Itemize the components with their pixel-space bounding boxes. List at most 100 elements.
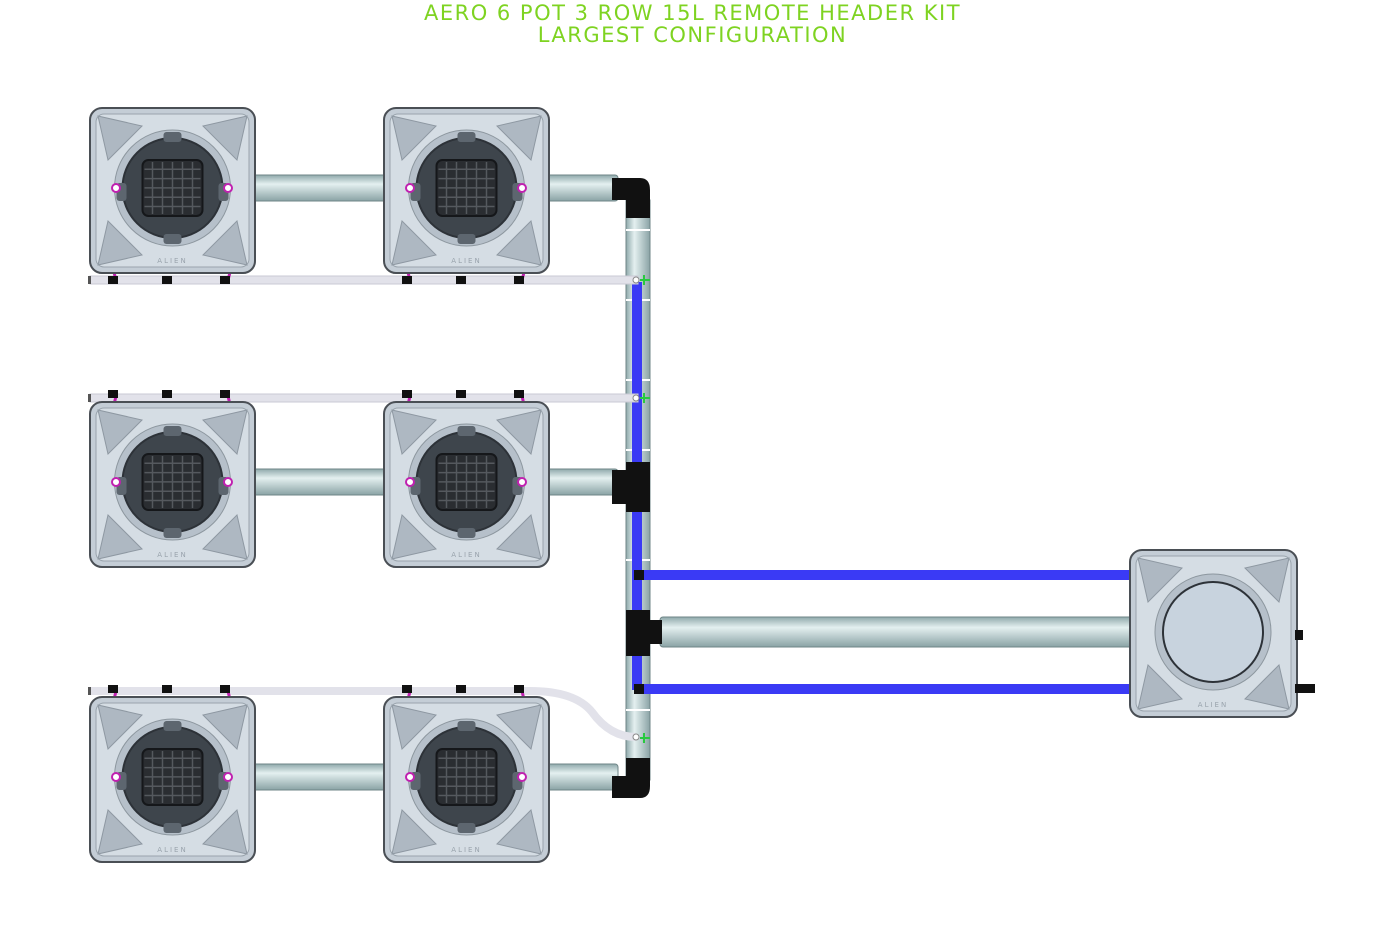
- lid-lug: [457, 234, 476, 244]
- tee-header-outlet: [648, 620, 662, 644]
- line-clip: [402, 276, 412, 284]
- drip-emitter: [405, 183, 415, 193]
- lid-lug: [457, 528, 476, 538]
- lid-lug: [163, 426, 182, 436]
- pot-to-trunk-pipe: [544, 468, 619, 496]
- elbow-top: [612, 178, 650, 218]
- pot-link-pipe: [250, 468, 389, 496]
- tank-lid: [1162, 581, 1264, 683]
- return-line-row2: [89, 393, 639, 403]
- pot-corner-facet: [97, 220, 143, 266]
- pot-corner-facet: [391, 704, 437, 750]
- drip-emitter: [517, 183, 527, 193]
- pot-brand-label: ALIEN: [157, 551, 187, 559]
- pot-corner-facet: [391, 220, 437, 266]
- pot-link-pipe: [250, 763, 389, 791]
- line-clip: [220, 685, 230, 693]
- line-clip: [456, 276, 466, 284]
- pot-corner-facet: [97, 704, 143, 750]
- tee-middle-body: [626, 462, 650, 512]
- tank-corner-facet: [1137, 557, 1183, 603]
- lid-lug: [163, 132, 182, 142]
- pot-corner-facet: [202, 809, 248, 855]
- lid-lug: [457, 132, 476, 142]
- line-clip: [402, 390, 412, 398]
- header-main-pipe: [659, 616, 1137, 648]
- return-end: [632, 394, 640, 402]
- drip-emitter: [517, 772, 527, 782]
- pot-corner-facet: [391, 409, 437, 455]
- drip-emitter: [517, 477, 527, 487]
- return-line-end-tick: [88, 276, 91, 284]
- lid-lug: [163, 528, 182, 538]
- line-clip: [162, 685, 172, 693]
- grow-pot-pot-r1-c1: ALIEN: [89, 107, 256, 274]
- return-line-row3: [90, 687, 637, 741]
- title-line-1: AERO 6 POT 3 ROW 15L REMOTE HEADER KIT: [423, 1, 962, 25]
- tank-corner-facet: [1244, 557, 1290, 603]
- line-clip: [514, 276, 524, 284]
- line-clip: [162, 390, 172, 398]
- title-block: AERO 6 POT 3 ROW 15L REMOTE HEADER KIT L…: [0, 2, 1385, 46]
- pot-corner-facet: [496, 514, 542, 560]
- pot-corner-facet: [202, 115, 248, 161]
- lid-lug: [457, 721, 476, 731]
- lid-lug: [163, 721, 182, 731]
- tank-corner-facet: [1244, 664, 1290, 710]
- grow-pot-pot-r1-c2: ALIEN: [383, 107, 550, 274]
- line-clip: [108, 276, 118, 284]
- line-clip: [514, 390, 524, 398]
- drip-emitter: [223, 772, 233, 782]
- grow-pot-pot-r2-c1: ALIEN: [89, 401, 256, 568]
- pot-corner-facet: [97, 409, 143, 455]
- pot-corner-facet: [202, 514, 248, 560]
- lid-lug: [457, 426, 476, 436]
- pot-corner-facet: [202, 220, 248, 266]
- line-clip: [220, 276, 230, 284]
- line-clip: [162, 276, 172, 284]
- line-clip: [108, 390, 118, 398]
- pot-brand-label: ALIEN: [451, 257, 481, 265]
- pot-corner-facet: [496, 409, 542, 455]
- line-clip: [456, 685, 466, 693]
- tank-brand-label: ALIEN: [1198, 701, 1228, 709]
- pot-brand-label: ALIEN: [157, 846, 187, 854]
- tee-header: [626, 610, 650, 656]
- pot-corner-facet: [391, 809, 437, 855]
- pot-to-trunk-pipe: [544, 174, 619, 202]
- pot-corner-facet: [496, 704, 542, 750]
- pot-brand-label: ALIEN: [451, 551, 481, 559]
- title-line-2: LARGEST CONFIGURATION: [537, 23, 848, 47]
- drip-emitter: [111, 477, 121, 487]
- pot-corner-facet: [202, 409, 248, 455]
- drip-emitter: [223, 477, 233, 487]
- elbow-bottom: [612, 758, 650, 798]
- return-line-end-tick: [88, 687, 91, 695]
- tank-corner-facet: [1137, 664, 1183, 710]
- line-clip: [108, 685, 118, 693]
- feed-joiner: [634, 570, 644, 580]
- grow-pot-pot-r3-c2: ALIEN: [383, 696, 550, 863]
- pot-corner-facet: [496, 220, 542, 266]
- pot-brand-label: ALIEN: [451, 846, 481, 854]
- feed-line-lower: [642, 684, 1136, 694]
- pot-corner-facet: [496, 809, 542, 855]
- grow-pot-pot-r3-c1: ALIEN: [89, 696, 256, 863]
- pot-corner-facet: [496, 115, 542, 161]
- return-line-row1: [89, 275, 639, 285]
- pot-link-pipe: [250, 174, 389, 202]
- feed-line-upper: [642, 570, 1136, 580]
- grow-pot-pot-r2-c2: ALIEN: [383, 401, 550, 568]
- drip-emitter: [111, 772, 121, 782]
- feed-joiner: [634, 684, 644, 694]
- fitting-layer: [88, 178, 662, 798]
- pot-corner-facet: [97, 514, 143, 560]
- return-end: [632, 276, 640, 284]
- pot-layer: ALIEN ALIEN ALIEN ALIEN ALIEN ALIEN ALIEN: [89, 107, 1315, 863]
- return-line-end-tick: [88, 394, 91, 402]
- pot-corner-facet: [391, 115, 437, 161]
- drip-emitter: [405, 477, 415, 487]
- line-clip: [514, 685, 524, 693]
- lid-lug: [163, 234, 182, 244]
